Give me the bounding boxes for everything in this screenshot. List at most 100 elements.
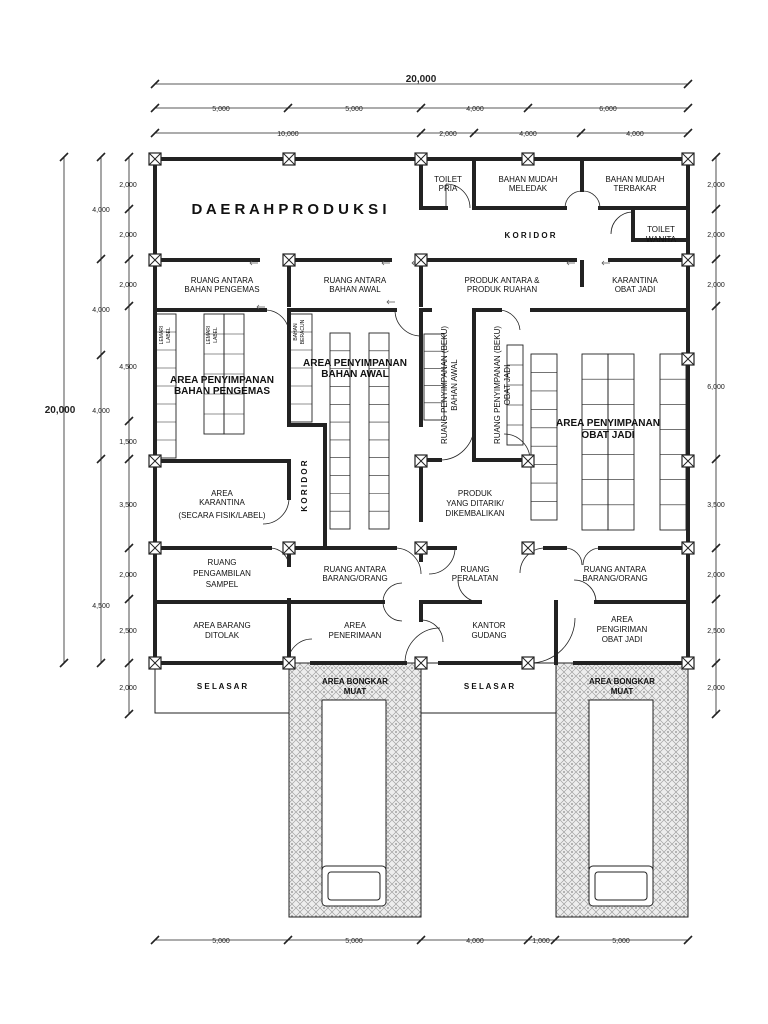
- dim-top1-d: 6,000: [599, 106, 617, 113]
- column-marker: [282, 656, 296, 670]
- label-area-pengemas-1: AREA PENYIMPANAN: [170, 375, 274, 386]
- column-marker: [148, 541, 162, 555]
- label-selasar-left: S E L A S A R: [197, 682, 247, 691]
- label-penerimaan-2: PENERIMAAN: [329, 631, 382, 640]
- label-karantina-obat-2: OBAT JADI: [615, 285, 656, 294]
- dim-top2-c: 4,000: [519, 131, 537, 138]
- label-ra-bahan-awal-1: RUANG ANTARA: [324, 276, 387, 285]
- label-produk-ditarik-1: PRODUK: [458, 489, 493, 498]
- dim-bottom-a: 5,000: [212, 938, 230, 945]
- label-beracun-b: BERACUN: [300, 319, 306, 344]
- label-bahan-meledak-1: BAHAN MUDAH: [498, 175, 557, 184]
- label-pengambilan-3: SAMPEL: [206, 580, 239, 589]
- dim-top1-b: 5,000: [345, 106, 363, 113]
- loading-bay-right: [555, 662, 689, 918]
- label-kantor-1: KANTOR: [472, 621, 505, 630]
- dim-bottom-c: 4,000: [466, 938, 484, 945]
- label-lemari-2b: LABEL: [213, 327, 219, 343]
- column-marker: [521, 656, 535, 670]
- room-labels: D A E R A H P R O D U K S I TOILET PRIA …: [159, 175, 677, 696]
- dimension-labels: 20,000 5,000 5,000 4,000 6,000 10,000 2,…: [45, 74, 725, 945]
- dim-left-inner-c: 2,000: [119, 282, 137, 289]
- dim-right-e: 3,500: [707, 502, 725, 509]
- dim-overall-width: 20,000: [406, 74, 437, 85]
- label-beku-obat-1: RUANG PENYIMPANAN (BEKU): [493, 326, 502, 444]
- label-ra-bahan-awal-2: BAHAN AWAL: [329, 285, 381, 294]
- column-marker: [521, 541, 535, 555]
- label-area-bahan-awal-2: BAHAN AWAL: [321, 369, 388, 380]
- dim-left-outer-b: 4,000: [92, 307, 110, 314]
- column-marker: [148, 253, 162, 267]
- label-koridor-vertical: K O R I D O R: [300, 460, 309, 511]
- label-ra-pengemas-2: BAHAN PENGEMAS: [184, 285, 259, 294]
- label-rab-2b: BARANG/ORANG: [582, 574, 647, 583]
- label-toilet-wanita-2: WANITA: [646, 235, 677, 244]
- dim-right-h: 2,000: [707, 685, 725, 692]
- label-selasar-right: S E L A S A R: [464, 682, 514, 691]
- dim-bottom-b: 5,000: [345, 938, 363, 945]
- dim-top2-a: 10,000: [277, 131, 299, 138]
- label-pengambilan-1: RUANG: [208, 558, 237, 567]
- label-pengiriman-1: AREA: [611, 615, 633, 624]
- column-marker: [414, 454, 428, 468]
- label-produk-ditarik-3: DIKEMBALIKAN: [445, 509, 504, 518]
- dim-top1-c: 4,000: [466, 106, 484, 113]
- label-bahan-terbakar-1: BAHAN MUDAH: [605, 175, 664, 184]
- building-walls: [153, 157, 690, 665]
- column-marker: [521, 454, 535, 468]
- column-marker: [282, 253, 296, 267]
- dim-right-f: 2,000: [707, 572, 725, 579]
- dim-left-inner-a: 2,000: [119, 182, 137, 189]
- dim-left-inner-h: 2,500: [119, 628, 137, 635]
- dim-left-inner-e: 1,500: [119, 439, 137, 446]
- label-area-pengemas-2: BAHAN PENGEMAS: [174, 386, 270, 397]
- label-ditolak-2: DITOLAK: [205, 631, 240, 640]
- dim-left-inner-g: 2,000: [119, 572, 137, 579]
- column-marker: [681, 152, 695, 166]
- label-bongkar-left-1: AREA BONGKAR: [322, 677, 388, 686]
- structural-columns: [148, 152, 695, 670]
- dim-left-outer-a: 4,000: [92, 207, 110, 214]
- label-daerah-produksi: D A E R A H P R O D U K S I: [191, 201, 386, 218]
- label-toilet-wanita-1: TOILET: [647, 225, 675, 234]
- column-marker: [282, 152, 296, 166]
- label-lemari-1a: LEMARI: [159, 326, 165, 345]
- label-produk-antara-2: PRODUK RUAHAN: [467, 285, 537, 294]
- label-area-obat-jadi-1: AREA PENYIMPANAN: [556, 418, 660, 429]
- label-bahan-terbakar-2: TERBAKAR: [613, 184, 656, 193]
- dim-top1-a: 5,000: [212, 106, 230, 113]
- label-beracun-a: BAHAN: [293, 323, 299, 341]
- column-marker: [681, 253, 695, 267]
- column-marker: [681, 352, 695, 366]
- label-bongkar-left-2: MUAT: [344, 687, 367, 696]
- dim-right-g: 2,500: [707, 628, 725, 635]
- label-lemari-2a: LEMARI: [206, 326, 212, 345]
- label-pengiriman-3: OBAT JADI: [602, 635, 643, 644]
- label-ditolak-1: AREA BARANG: [193, 621, 250, 630]
- dim-top2-b: 2,000: [439, 131, 457, 138]
- label-beku-obat-2: OBAT JADI: [503, 365, 512, 406]
- door-swings: [262, 183, 634, 664]
- label-beku-awal-1: RUANG PENYIMPANAN (BEKU): [440, 326, 449, 444]
- dim-overall-height: 20,000: [45, 405, 76, 416]
- label-rab-2a: RUANG ANTARA: [584, 565, 647, 574]
- label-ra-pengemas-1: RUANG ANTARA: [191, 276, 254, 285]
- dim-left-inner-i: 2,000: [119, 685, 137, 692]
- dim-right-a: 2,000: [707, 182, 725, 189]
- column-marker: [681, 454, 695, 468]
- dim-left-outer-d: 4,500: [92, 603, 110, 610]
- dim-right-c: 2,000: [707, 282, 725, 289]
- door-arrows: [249, 260, 610, 310]
- label-lemari-1b: LABEL: [166, 327, 172, 343]
- label-karantina-obat-1: KARANTINA: [612, 276, 658, 285]
- label-toilet-pria-2: PRIA: [439, 184, 458, 193]
- label-rab-1b: BARANG/ORANG: [322, 574, 387, 583]
- label-kantor-2: GUDANG: [471, 631, 506, 640]
- column-marker: [414, 253, 428, 267]
- label-peralatan-2: PERALATAN: [452, 574, 499, 583]
- dim-bottom-e: 5,000: [612, 938, 630, 945]
- label-area-obat-jadi-2: OBAT JADI: [581, 430, 634, 441]
- dim-top2-d: 4,000: [626, 131, 644, 138]
- label-bongkar-right-1: AREA BONGKAR: [589, 677, 655, 686]
